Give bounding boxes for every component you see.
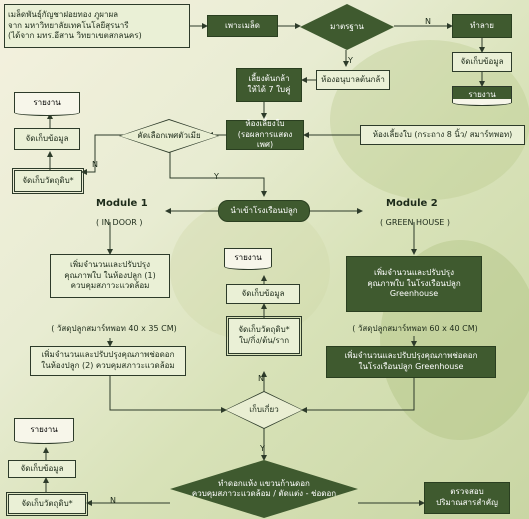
store-data-box-1: จัดเก็บข้อมูล bbox=[452, 52, 512, 72]
no-label-dry: N bbox=[110, 496, 116, 505]
into-greenhouse-box: นำเข้าโรงเรือนปลูก bbox=[218, 200, 310, 222]
no-label-standard: N bbox=[425, 17, 431, 26]
yes-label-select: Y bbox=[214, 172, 219, 181]
report-box-3: รายงาน bbox=[224, 248, 272, 270]
report-box-4: รายงาน bbox=[14, 418, 74, 444]
m2-step2-box: เพิ่มจำนวนและปรับปรุงคุณภาพช่อดอก ในโรงเ… bbox=[326, 346, 496, 378]
nursery-room-box: ห้องอนุบาลต้นกล้า bbox=[316, 70, 390, 90]
yes-label-standard: Y bbox=[348, 56, 353, 65]
m2-step1-box: เพิ่มจำนวนและปรับปรุง คุณภาพใบ ในโรงเรือ… bbox=[346, 256, 482, 312]
module2-title: Module 2 bbox=[386, 198, 438, 209]
report-box-1: รายงาน bbox=[452, 86, 512, 106]
select-female-label: คัดเลือกเพศตัวเมีย bbox=[137, 130, 201, 140]
leaf-room-spec-box: ห้องเลี้ยงใบ (กระถาง 8 นิ้ว/ สมาร์ทพอท) bbox=[360, 125, 525, 145]
report-box-2: รายงาน bbox=[14, 92, 80, 116]
standard-decision: มาตรฐาน bbox=[300, 4, 394, 50]
m1-step2-box: เพิ่มจำนวนและปรับปรุงคุณภาพช่อดอก ในห้อง… bbox=[30, 346, 186, 376]
store-data-box-3: จัดเก็บข้อมูล bbox=[226, 284, 300, 304]
report-label: รายงาน bbox=[234, 252, 262, 262]
store-material-box-1: จัดเก็บวัตถุดิบ* bbox=[12, 168, 84, 194]
report-label: รายงาน bbox=[33, 97, 61, 107]
module1-title: Module 1 bbox=[96, 198, 148, 209]
dry-flower-label: ทำดอกแห้ง แขวนก้านดอก ควบคุมสภาวะแวดล้อม… bbox=[191, 478, 337, 498]
no-label-harvest: N bbox=[258, 374, 264, 383]
background-leaf-decoration bbox=[170, 200, 330, 340]
store-material-box-3: จัดเก็บวัตถุดิบ* bbox=[6, 492, 88, 516]
leaf-room-box: ห้องเลี้ยงใบ (รอผลการแสดงเพศ) bbox=[226, 119, 304, 150]
destroy-box: ทำลาย bbox=[452, 14, 512, 38]
m1-step1-box: เพิ่มจำนวนและปรับปรุง คุณภาพใบ ในห้องปลู… bbox=[50, 254, 170, 298]
grow-seedling-box: เลี้ยงต้นกล้า ให้ได้ 7 ใบคู่ bbox=[236, 68, 302, 102]
module1-subtitle: ( IN DOOR ) bbox=[96, 218, 143, 227]
report-label: รายงาน bbox=[30, 424, 58, 434]
no-label-select: N bbox=[92, 160, 98, 169]
store-data-box-4: จัดเก็บข้อมูล bbox=[8, 460, 76, 478]
yes-label-harvest: Y bbox=[260, 444, 265, 453]
harvest-label: เก็บเกี่ยว bbox=[249, 404, 279, 414]
harvest-decision: เก็บเกี่ยว bbox=[226, 392, 302, 428]
report-label: รายงาน bbox=[468, 89, 496, 99]
module2-subtitle: ( GREEN HOUSE ) bbox=[380, 218, 451, 227]
m1-pot-text: ( วัสดุปลูกสมาร์ทพอท 40 x 35 CM) bbox=[51, 324, 177, 333]
dry-flower-decision: ทำดอกแห้ง แขวนก้านดอก ควบคุมสภาวะแวดล้อม… bbox=[170, 460, 358, 518]
seed-source-box: เมล็ดพันธุ์กัญชาฝอยทอง ภูผาผล จาก มหาวิท… bbox=[4, 4, 190, 48]
store-material-box-2: จัดเก็บวัตถุดิบ* ใบ/กิ่ง/ต้น/ราก bbox=[226, 316, 302, 356]
select-female-decision: คัดเลือกเพศตัวเมีย bbox=[120, 120, 218, 152]
germinate-box: เพาะเมล็ด bbox=[207, 15, 278, 37]
inspect-box: ตรวจสอบ ปริมาณสารสำคัญ bbox=[424, 482, 510, 514]
standard-label: มาตรฐาน bbox=[330, 21, 364, 31]
m2-pot-text: ( วัสดุปลูกสมาร์ทพอท 60 x 40 CM) bbox=[352, 324, 478, 333]
store-data-box-2: จัดเก็บข้อมูล bbox=[14, 128, 80, 150]
